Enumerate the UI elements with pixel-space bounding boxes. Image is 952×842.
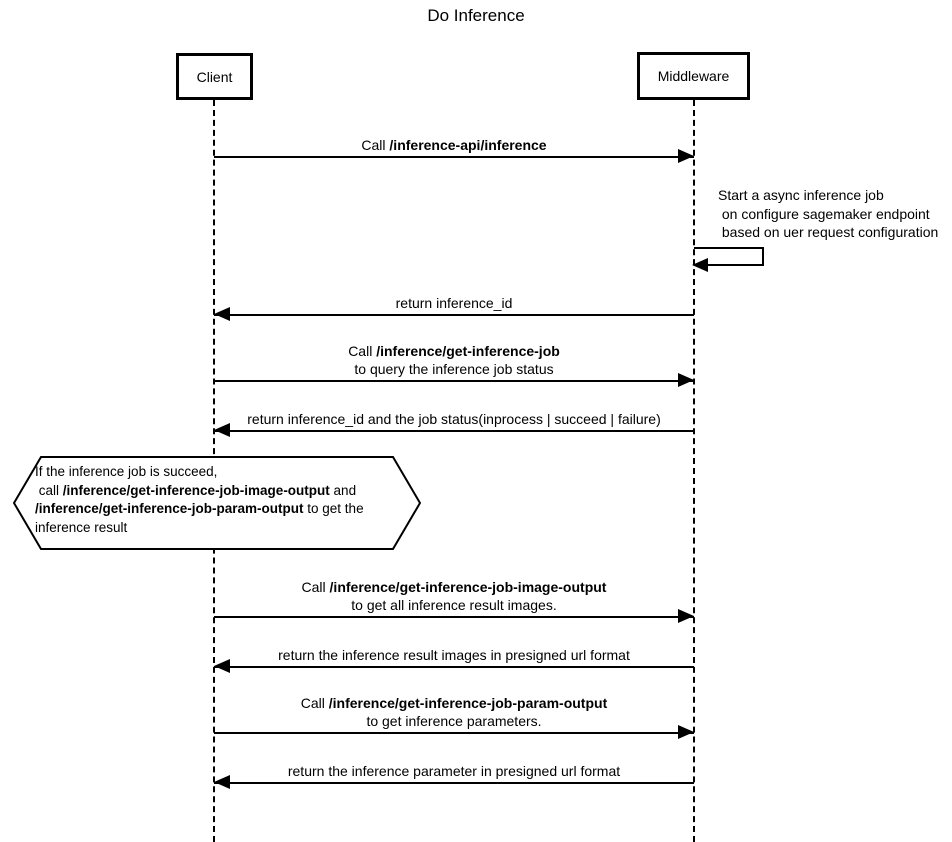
self-note-line: Start a async inference job (718, 187, 884, 203)
arrow-shaft (214, 314, 694, 316)
message-label: Call /inference/get-inference-job-image-… (214, 578, 694, 614)
actor-middleware-label: Middleware (657, 68, 730, 84)
arrowhead-left-icon (214, 659, 230, 673)
message-line: return inference_id and the job status(i… (247, 411, 661, 427)
arrowhead-right-icon (678, 149, 694, 163)
message-line: return inference_id (395, 295, 513, 311)
message-label: return the inference result images in pr… (214, 646, 694, 664)
condition-note-text: If the inference job is succeed, call /i… (35, 463, 364, 537)
middleware-lifeline (693, 100, 695, 842)
arrowhead-left-icon (214, 307, 230, 321)
arrowhead-right-icon (678, 373, 694, 387)
self-loop-right-segment (762, 247, 764, 266)
actor-middleware: Middleware (637, 52, 750, 100)
note-line: If the inference job is succeed, (35, 464, 218, 479)
message-line: Call /inference-api/inference (361, 137, 547, 153)
message-line: return the inference result images in pr… (278, 647, 630, 663)
arrowhead-left-icon (214, 423, 230, 437)
message-label: Call /inference-api/inference (214, 136, 694, 154)
arrow-shaft (214, 430, 694, 432)
message-label: return inference_id and the job status(i… (214, 410, 694, 428)
arrow-shaft (214, 156, 694, 158)
arrow-shaft (214, 732, 694, 734)
self-note-line: based on uer request configuration (718, 224, 939, 240)
self-note-line: on configure sagemaker endpoint (718, 205, 930, 222)
message-label: Call /inference/get-inference-job-param-… (214, 694, 694, 730)
diagram-title: Do Inference (427, 6, 525, 25)
arrowhead-left-icon (214, 775, 230, 789)
message-line: to get all inference result images. (351, 597, 557, 613)
message-line: to get inference parameters. (366, 713, 542, 729)
condition-note (12, 456, 422, 555)
actor-client: Client (176, 53, 253, 100)
message-line: return the inference parameter in presig… (287, 763, 621, 779)
message-line: to query the inference job status (354, 361, 554, 377)
self-loop-top-segment (694, 247, 764, 249)
message-label: return the inference parameter in presig… (214, 762, 694, 780)
message-label: Call /inference/get-inference-job to que… (214, 342, 694, 378)
hexagon-shape-icon (12, 456, 422, 550)
arrow-shaft (214, 380, 694, 382)
note-line: inference result (35, 519, 128, 535)
arrowhead-right-icon (678, 609, 694, 623)
arrow-shaft (214, 666, 694, 668)
self-note: Start a async inference job on configure… (718, 186, 938, 242)
message-line: Call /inference/get-inference-job-param-… (300, 695, 608, 711)
self-loop-bottom-segment (706, 264, 764, 266)
message-label: return inference_id (214, 294, 694, 312)
arrow-shaft (214, 782, 694, 784)
message-line: Call /inference/get-inference-job (348, 343, 560, 359)
actor-client-label: Client (196, 68, 233, 85)
arrowhead-left-icon (692, 258, 708, 272)
arrowhead-right-icon (678, 725, 694, 739)
note-line: call /inference/get-inference-job-image-… (35, 482, 357, 498)
message-line: Call /inference/get-inference-job-image-… (301, 579, 607, 595)
note-line: /inference/get-inference-job-param-outpu… (35, 501, 364, 516)
arrow-shaft (214, 616, 694, 618)
